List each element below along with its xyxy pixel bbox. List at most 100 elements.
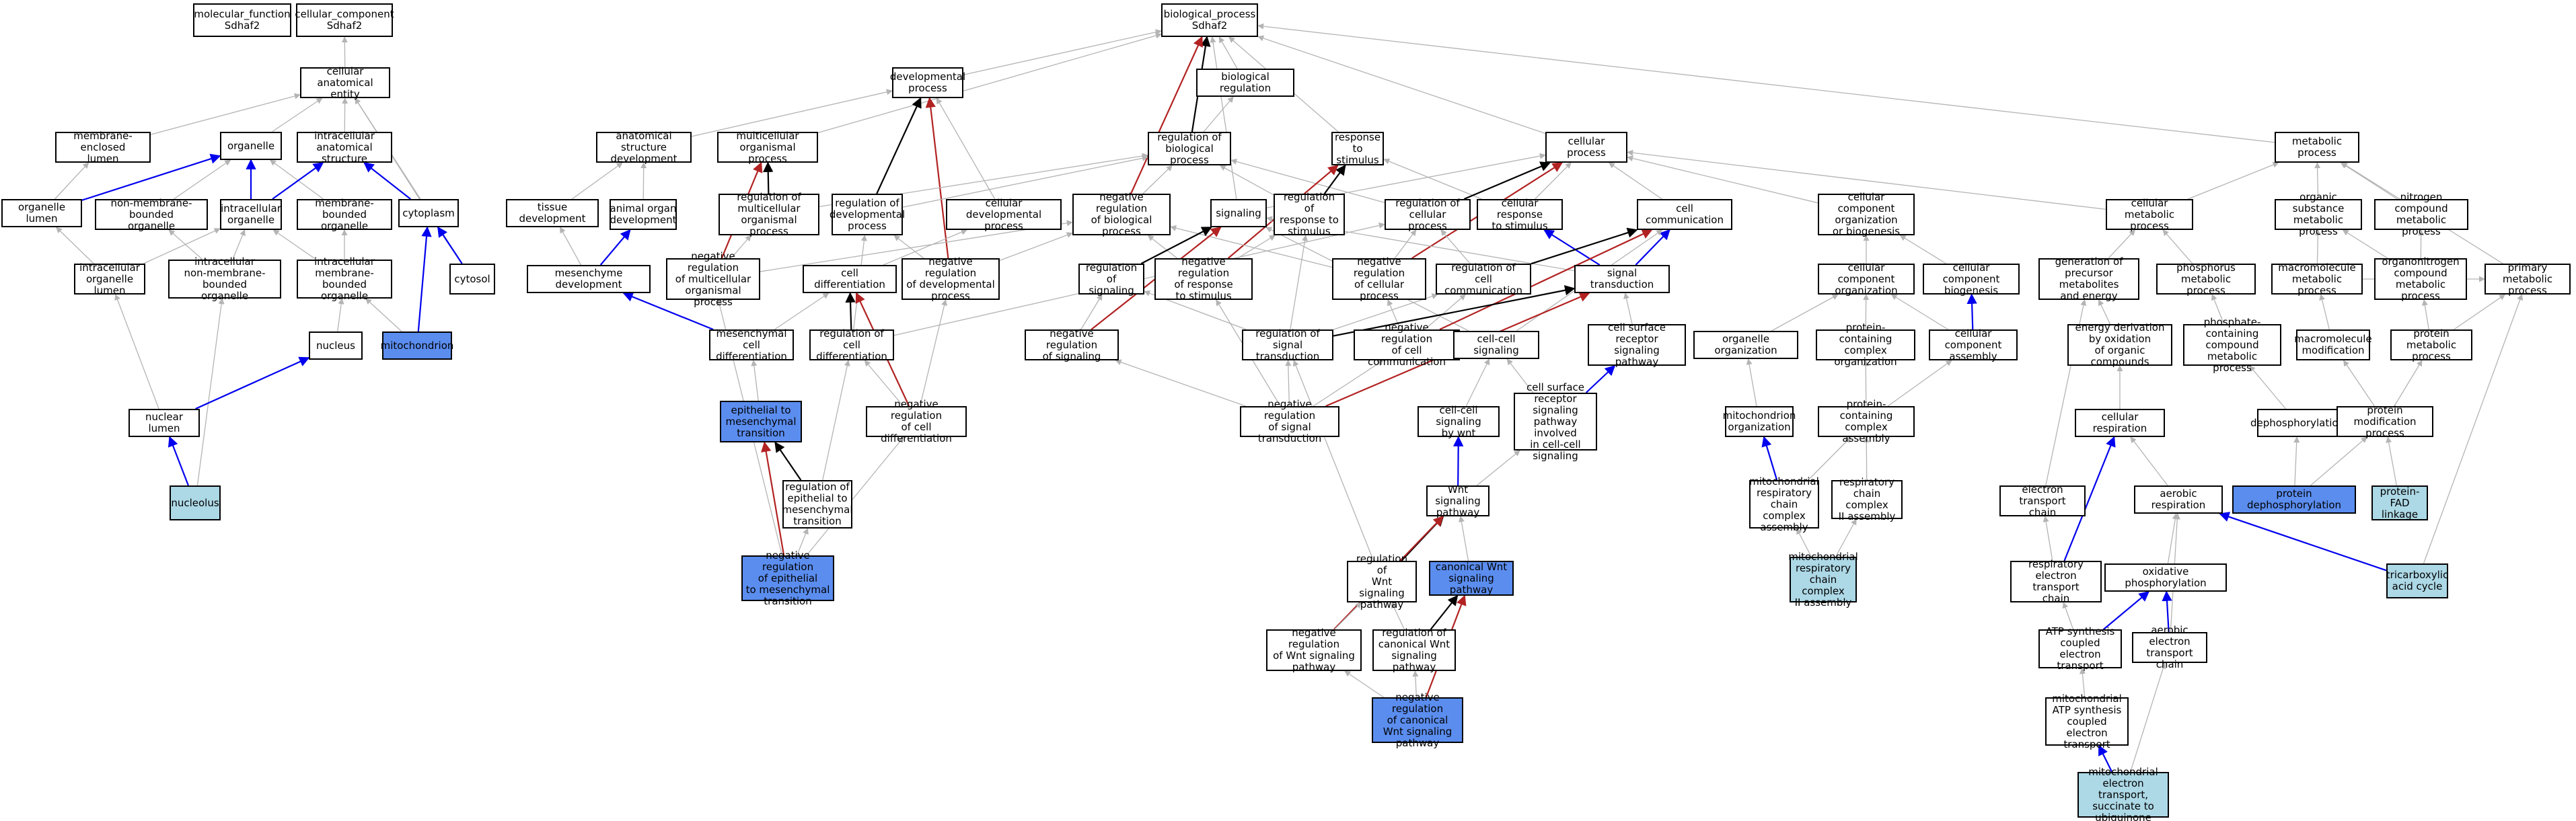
node-negative-regulation-of-canonical-wnt-signaling-pathway[interactable]: negative regulation of canonical Wnt sig…: [1372, 691, 1463, 748]
node-negative-regulation-of-cellular-process[interactable]: negative regulation of cellular process: [1332, 256, 1426, 302]
node-cellular-metabolic-process[interactable]: cellular metabolic process: [2106, 197, 2193, 231]
node-regulation-of-multicellular-organismal-process[interactable]: regulation of multicellular organismal p…: [719, 192, 819, 237]
node-negative-regulation-of-response-to-stimulus[interactable]: negative regulation of response to stimu…: [1154, 256, 1253, 302]
node-regulation-of-canonical-wnt-signaling-pathway[interactable]: regulation of canonical Wnt signaling pa…: [1372, 627, 1456, 673]
node-respiratory-electron-transport-chain[interactable]: respiratory electron transport chain: [2010, 559, 2102, 604]
node-energy-derivation-by-oxidation-of-organic-compounds[interactable]: energy derivation by oxidation of organi…: [2067, 322, 2172, 368]
node-aerobic-respiration[interactable]: aerobic respiration: [2134, 485, 2223, 514]
node-mitochondrial-respiratory-chain-complex-assembly[interactable]: mitochondrial respiratory chain complex …: [1749, 475, 1819, 533]
node-signaling[interactable]: signaling: [1210, 199, 1267, 227]
node-nuclear-lumen[interactable]: nuclear lumen: [128, 409, 200, 437]
node-mesenchymal-cell-differentiation[interactable]: mesenchymal cell differentiation: [709, 327, 794, 362]
node-protein-dephosphorylation[interactable]: protein dephosphorylation: [2232, 485, 2356, 514]
node-phosphorus-metabolic-process[interactable]: phosphorus metabolic process: [2156, 262, 2256, 296]
node-cellular-component-organization-or-biogenesis[interactable]: cellular component organization or bioge…: [1818, 192, 1915, 237]
node-cytosol[interactable]: cytosol: [449, 264, 495, 295]
node-macromolecule-metabolic-process[interactable]: macromolecule metabolic process: [2271, 262, 2363, 296]
node-cellular-component-biogenesis[interactable]: cellular component biogenesis: [1923, 262, 2020, 296]
node-biological-regulation[interactable]: biological regulation: [1196, 69, 1294, 97]
node-electron-transport-chain[interactable]: electron transport chain: [1999, 483, 2086, 518]
node-protein-containing-complex-organization[interactable]: protein-containing complex organization: [1816, 322, 1915, 368]
node-canonical-wnt-signaling-pathway[interactable]: canonical Wnt signaling pathway: [1429, 561, 1514, 596]
node-membrane-enclosed-lumen[interactable]: membrane-enclosed lumen: [55, 130, 151, 164]
node-nitrogen-compound-metabolic-process[interactable]: nitrogen compound metabolic process: [2374, 192, 2468, 237]
node-cell-surface-receptor-signaling-pathway-involved-in-cell-cell-signaling[interactable]: cell surface receptor signaling pathway …: [1514, 381, 1597, 461]
node-phosphate-containing-compound-metabolic-process[interactable]: phosphate-containing compound metabolic …: [2183, 316, 2281, 373]
node-response-to-stimulus[interactable]: response to stimulus: [1331, 131, 1384, 165]
node-nucleus[interactable]: nucleus: [309, 331, 363, 360]
node-oxidative-phosphorylation[interactable]: oxidative phosphorylation: [2104, 563, 2227, 592]
node-regulation-of-cell-communication[interactable]: regulation of cell communication: [1436, 262, 1531, 296]
node-cellular-component-organization[interactable]: cellular component organization: [1818, 262, 1915, 296]
node-organelle[interactable]: organelle: [220, 132, 282, 160]
node-regulation-of-cell-differentiation[interactable]: regulation of cell differentiation: [809, 327, 894, 362]
node-protein-fad-linkage[interactable]: protein-FAD linkage: [2371, 485, 2428, 520]
node-generation-of-precursor-metabolites-and-energy[interactable]: generation of precursor metabolites and …: [2038, 256, 2139, 302]
node-mitochondrial-respiratory-chain-complex-ii-assembly[interactable]: mitochondrial respiratory chain complex …: [1788, 550, 1858, 609]
node-mitochondrion[interactable]: mitochondrion: [381, 331, 453, 360]
node-regulation-of-signaling[interactable]: regulation of signaling: [1078, 262, 1144, 296]
node-negative-regulation-of-epithelial-to-mesenchymal-transition[interactable]: negative regulation of epithelial to mes…: [741, 549, 834, 607]
node-cell-differentiation[interactable]: cell differentiation: [803, 265, 897, 293]
node-intracellular-organelle[interactable]: intracellular organelle: [220, 199, 282, 230]
node-aerobic-electron-transport-chain[interactable]: aerobic electron transport chain: [2132, 625, 2207, 670]
node-organonitrogen-compound-metabolic-process[interactable]: organonitrogen compound metabolic proces…: [2374, 256, 2467, 302]
node-regulation-of-biological-process[interactable]: regulation of biological process: [1148, 131, 1231, 165]
node-cellular-response-to-stimulus[interactable]: cellular response to stimulus: [1477, 197, 1563, 231]
node-organic-substance-metabolic-process[interactable]: organic substance metabolic process: [2275, 192, 2362, 237]
node-negative-regulation-of-cell-communication[interactable]: negative regulation of cell communicatio…: [1354, 322, 1460, 368]
node-cellular-component-assembly[interactable]: cellular component assembly: [1929, 327, 2018, 362]
node-epithelial-to-mesenchymal-transition[interactable]: epithelial to mesenchymal transition: [720, 401, 802, 442]
node-mitochondrion-organization[interactable]: mitochondrion organization: [1723, 406, 1796, 437]
node-organelle-lumen[interactable]: organelle lumen: [1, 199, 82, 227]
node-protein-metabolic-process[interactable]: protein metabolic process: [2390, 327, 2472, 362]
node-mitochondrial-electron-transport-succinate-to-ubiquinone[interactable]: mitochondrial electron transport, succin…: [2077, 766, 2169, 821]
node-organelle-organization[interactable]: organelle organization: [1693, 331, 1798, 359]
node-cell-communication[interactable]: cell communication: [1637, 199, 1732, 230]
node-macromolecule-modification[interactable]: macromolecule modification: [2294, 329, 2372, 360]
node-regulation-of-response-to-stimulus[interactable]: regulation of response to stimulus: [1274, 192, 1345, 237]
node-negative-regulation-of-developmental-process[interactable]: negative regulation of developmental pro…: [901, 256, 1000, 302]
node-negative-regulation-of-wnt-signaling-pathway[interactable]: negative regulation of Wnt signaling pat…: [1266, 627, 1362, 673]
node-mitochondrial-atp-synthesis-coupled-electron-transport[interactable]: mitochondrial ATP synthesis coupled elec…: [2045, 693, 2129, 750]
node-cellular-developmental-process[interactable]: cellular developmental process: [946, 197, 1062, 231]
node-cell-surface-receptor-signaling-pathway[interactable]: cell surface receptor signaling pathway: [1588, 322, 1686, 368]
node-cellular-component[interactable]: cellular_component Sdhaf2: [295, 3, 394, 37]
node-regulation-of-developmental-process[interactable]: regulation of developmental process: [830, 194, 905, 235]
node-negative-regulation-of-multicellular-organismal-process[interactable]: negative regulation of multicellular org…: [666, 250, 760, 307]
node-negative-regulation-of-signal-transduction[interactable]: negative regulation of signal transducti…: [1240, 399, 1339, 444]
node-regulation-of-signal-transduction[interactable]: regulation of signal transduction: [1242, 327, 1333, 362]
node-primary-metabolic-process[interactable]: primary metabolic process: [2485, 262, 2571, 296]
node-wnt-signaling-pathway[interactable]: Wnt signaling pathway: [1426, 483, 1489, 518]
node-tricarboxylic-acid-cycle[interactable]: tricarboxylic acid cycle: [2386, 563, 2448, 598]
node-cellular-anatomical-entity[interactable]: cellular anatomical entity: [300, 65, 390, 100]
node-cell-cell-signaling-by-wnt[interactable]: cell-cell signaling by wnt: [1418, 404, 1500, 438]
node-multicellular-organismal-process[interactable]: multicellular organismal process: [717, 130, 818, 164]
node-atp-synthesis-coupled-electron-transport[interactable]: ATP synthesis coupled electron transport: [2038, 626, 2122, 672]
node-cellular-process[interactable]: cellular process: [1545, 132, 1627, 163]
node-regulation-of-cellular-process[interactable]: regulation of cellular process: [1385, 197, 1471, 231]
node-cytoplasm[interactable]: cytoplasm: [398, 199, 459, 227]
node-dephosphorylation[interactable]: dephosphorylation: [2250, 409, 2345, 437]
node-metabolic-process[interactable]: metabolic process: [2275, 132, 2359, 163]
node-negative-regulation-of-cell-differentiation[interactable]: negative regulation of cell differentiat…: [866, 399, 967, 444]
node-intracellular-anatomical-structure[interactable]: intracellular anatomical structure: [297, 130, 392, 164]
node-intracellular-membrane-bounded-organelle[interactable]: intracellular membrane-bounded organelle: [297, 256, 392, 302]
node-protein-containing-complex-assembly[interactable]: protein-containing complex assembly: [1818, 399, 1915, 444]
node-biological-process[interactable]: biological_process Sdhaf2: [1161, 3, 1258, 37]
node-cellular-respiration[interactable]: cellular respiration: [2075, 409, 2165, 437]
node-mesenchyme-development[interactable]: mesenchyme development: [527, 265, 651, 293]
node-regulation-of-epithelial-to-mesenchymal-transition[interactable]: regulation of epithelial to mesenchymal …: [782, 480, 853, 529]
node-molecular-function[interactable]: molecular_function Sdhaf2: [193, 3, 291, 37]
node-regulation-of-wnt-signaling-pathway[interactable]: regulation of Wnt signaling pathway: [1347, 553, 1417, 610]
node-negative-regulation-of-signaling[interactable]: negative regulation of signaling: [1025, 327, 1119, 362]
node-developmental-process[interactable]: developmental process: [890, 67, 965, 98]
node-anatomical-structure-development[interactable]: anatomical structure development: [596, 130, 692, 164]
node-nucleolus[interactable]: nucleolus: [170, 485, 221, 520]
node-non-membrane-bounded-organelle[interactable]: non-membrane-bounded organelle: [95, 197, 208, 231]
node-signal-transduction[interactable]: signal transduction: [1574, 265, 1670, 293]
node-respiratory-chain-complex-ii-assembly[interactable]: respiratory chain complex II assembly: [1831, 477, 1903, 522]
node-intracellular-non-membrane-bounded-organelle[interactable]: intracellular non-membrane-bounded organ…: [168, 256, 281, 302]
node-animal-organ-development[interactable]: animal organ development: [610, 199, 677, 230]
node-tissue-development[interactable]: tissue development: [506, 199, 599, 227]
